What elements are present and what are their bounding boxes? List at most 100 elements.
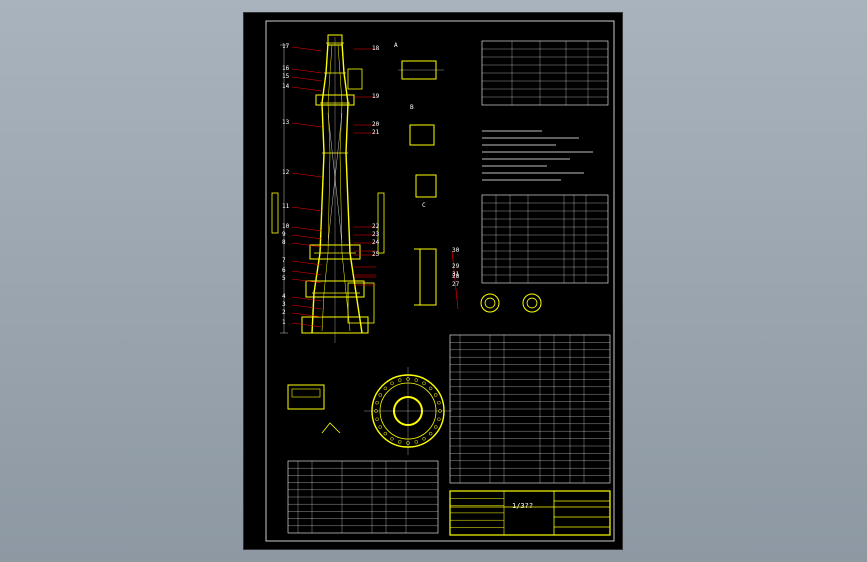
leader-line [291,76,323,82]
part-number-label: 27 [452,281,460,288]
section-view [287,384,325,410]
bolt-hole [397,440,402,444]
bolt-hole [428,431,433,436]
leader-line [291,86,323,92]
weld-symbol [321,422,341,434]
part-number-label: 24 [372,239,380,246]
detail-view-4 [419,248,437,306]
leader-line [291,322,323,328]
part-number-label: 6 [282,267,286,274]
bolt-hole [378,425,383,429]
leader-line [291,312,323,318]
part-number-label: 9 [282,231,286,238]
detail-view-4-edge [414,248,421,306]
part-number-label: 14 [282,83,290,90]
bolt-hole [414,378,419,382]
part-number-label: 20 [372,121,380,128]
bolt-hole [390,436,394,441]
bolt-hole [437,417,441,422]
section-inner [291,388,321,398]
part-number-label: 21 [372,129,380,136]
part-number-label: 5 [282,275,286,282]
leader-line [291,296,323,302]
parts-table-upper [481,194,609,284]
part-number-label: 4 [282,293,286,300]
bolt-hole [383,431,388,436]
ring-detail-2-inner [526,297,538,309]
part-number-label: 12 [282,169,290,176]
leader-line [291,122,323,128]
part-number-label: 10 [282,223,290,230]
leader-line [291,234,323,240]
part-number-label: 1 [282,319,286,326]
detail-view-3 [415,174,437,198]
part-number-label: 11 [282,203,290,210]
part-number-label: 13 [282,119,290,126]
part-number-label: 28 [452,273,460,280]
part-number-label: 30 [452,247,460,254]
assembly-flange [315,94,355,106]
assembly-top-cap [327,34,343,46]
assembly-left-wall [311,42,329,334]
part-number-label: 17 [282,43,290,50]
section-label: B [410,104,414,111]
assembly-right-wall [341,42,363,334]
assembly-inner-left [321,44,333,332]
assembly-flange [305,280,365,298]
bolt-hole [422,381,426,386]
leader-line [291,172,323,178]
assembly-flange [301,316,369,334]
lower-housing [347,282,375,324]
bolt-hole [437,400,441,405]
assembly-flange [309,244,361,260]
bolt-hole [422,436,426,441]
part-number-label: 16 [282,65,290,72]
bolt-hole [383,386,388,391]
side-bracket [377,192,385,254]
section-label: A [394,42,398,49]
bolt-hole [433,425,438,429]
assembly-inner-right [337,44,351,332]
leader-line [291,206,323,212]
detail-view-2 [409,124,435,146]
leader-line [451,250,459,310]
leader-line [291,304,323,310]
part-number-label: 8 [282,239,286,246]
bolt-hole [397,378,402,382]
cad-drawing [265,20,615,542]
leader-line [291,226,323,232]
part-number-label: 3 [282,301,286,308]
drawing-frame [265,20,615,542]
bolt-hole [390,381,394,386]
leader-line [291,46,323,52]
ring-detail-1-inner [484,297,496,309]
bolt-hole [375,417,379,422]
bolt-hole [378,393,383,397]
leader-line [291,270,323,276]
bolt-hole [414,440,419,444]
leader-line [291,68,323,74]
ring-detail-1 [480,293,500,313]
leader-line [291,242,323,248]
part-number-label: 19 [372,93,380,100]
part-number-label: 7 [282,257,286,264]
ring-detail-2 [522,293,542,313]
part-number-label: 31 [452,271,460,278]
bolt-hole [428,386,433,391]
part-number-label: 2 [282,309,286,316]
part-number-label: 22 [372,223,380,230]
side-bracket [271,192,279,234]
title-block-number: 1/3?? [512,502,534,510]
leader-line [291,260,323,266]
bolt-hole [433,393,438,397]
part-number-label: 23 [372,231,380,238]
part-number-label: 15 [282,73,290,80]
bolt-hole [375,400,379,405]
leader-line [291,278,323,284]
part-number-label: 25 [372,251,380,258]
shaft-cross [327,112,343,244]
part-number-label: 18 [372,45,380,52]
section-label: C [422,202,426,209]
side-guide [347,68,363,90]
